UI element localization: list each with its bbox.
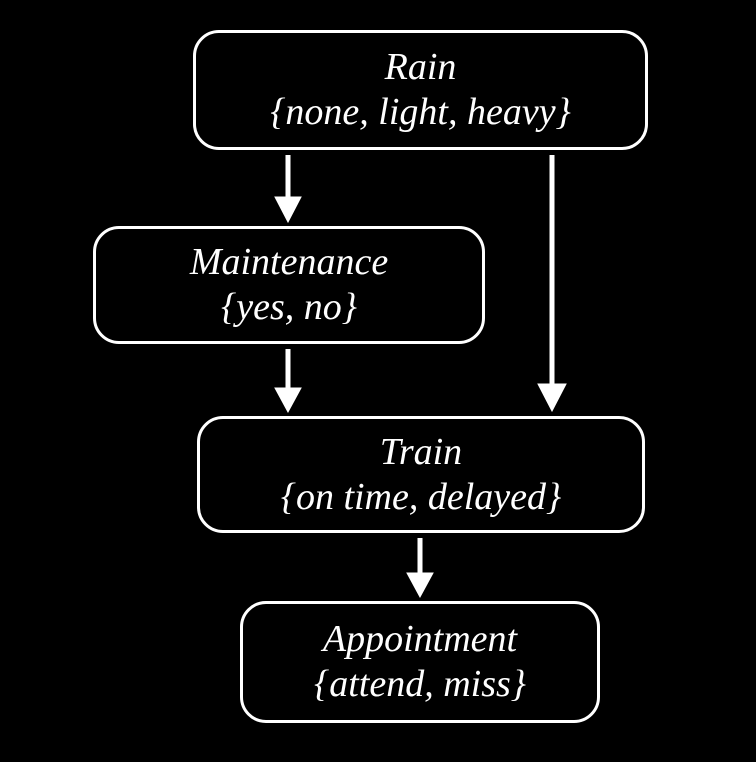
node-rain-label: Rain bbox=[384, 46, 457, 89]
node-train-states: {on time, delayed} bbox=[280, 475, 562, 518]
node-maintenance-states: {yes, no} bbox=[221, 286, 357, 328]
node-rain[interactable]: Rain {none, light, heavy} bbox=[193, 30, 648, 150]
node-train[interactable]: Train {on time, delayed} bbox=[197, 416, 645, 533]
node-appointment-states: {attend, miss} bbox=[314, 663, 526, 705]
node-appointment[interactable]: Appointment {attend, miss} bbox=[240, 601, 600, 723]
node-maintenance-label: Maintenance bbox=[189, 241, 389, 284]
node-maintenance[interactable]: Maintenance {yes, no} bbox=[93, 226, 485, 344]
node-rain-states: {none, light, heavy} bbox=[270, 91, 571, 133]
node-appointment-label: Appointment bbox=[322, 618, 518, 661]
node-train-label: Train bbox=[379, 430, 463, 473]
